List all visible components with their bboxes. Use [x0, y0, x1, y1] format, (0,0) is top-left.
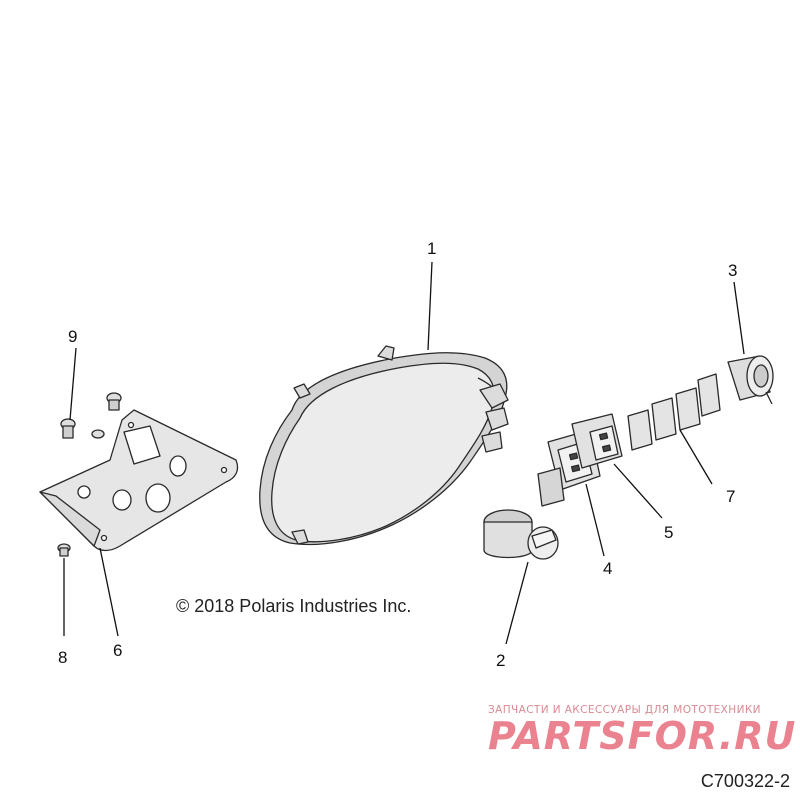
callout-6: 6: [113, 641, 122, 660]
leader-lines: [63, 261, 745, 645]
watermark: ЗАПЧАСТИ И АКСЕССУАРЫ ДЛЯ МОТОТЕХНИКИ PA…: [488, 704, 797, 758]
ignition-switch: [483, 509, 559, 560]
callout-7: 7: [726, 487, 735, 506]
screw-9: [60, 392, 122, 439]
callout-1: 1: [427, 239, 436, 258]
drawing-number: C700322-2: [700, 771, 790, 791]
instrument-cluster: [259, 345, 509, 546]
callout-4: 4: [603, 559, 612, 578]
callout-3: 3: [728, 261, 737, 280]
callout-numbers: 1 2 3 4 5 6 7 8 9: [58, 239, 737, 670]
callout-8: 8: [58, 648, 67, 667]
callout-2: 2: [496, 651, 505, 670]
watermark-tagline: ЗАПЧАСТИ И АКСЕССУАРЫ ДЛЯ МОТОТЕХНИКИ: [488, 704, 761, 716]
callout-9: 9: [68, 327, 77, 346]
callout-5: 5: [664, 523, 673, 542]
copyright-notice: © 2018 Polaris Industries Inc.: [176, 596, 412, 616]
screw-8: [57, 543, 71, 557]
rocker-switch-5: [571, 413, 623, 469]
power-outlet: [727, 355, 774, 405]
mounting-bracket: [39, 409, 239, 552]
watermark-logo: PARTSFOR.RU: [488, 714, 797, 758]
switch-blank-plugs: [627, 373, 721, 451]
